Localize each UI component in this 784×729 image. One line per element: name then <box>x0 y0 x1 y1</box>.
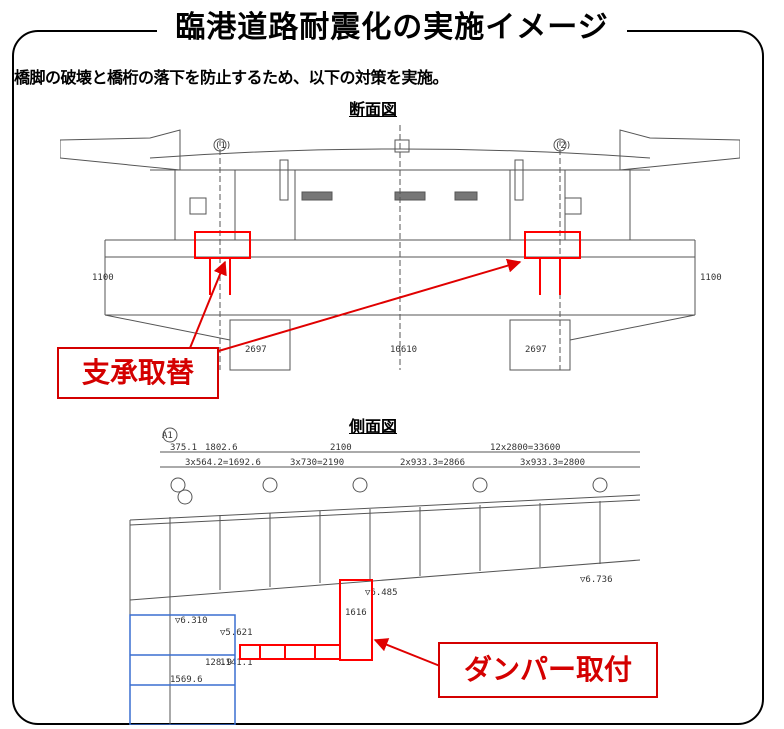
level-3: ▽6.485 <box>365 588 398 598</box>
misc-4: 1569.6 <box>170 675 203 685</box>
deck-right-wing <box>619 129 740 171</box>
abutment <box>129 614 236 725</box>
dim-center: 10610 <box>390 345 417 355</box>
bearing-left <box>194 231 251 259</box>
deck-left-wing <box>60 129 181 171</box>
pier-mark-left <box>213 138 227 152</box>
span-dim-4: 3x933.3=2800 <box>520 458 585 468</box>
pier-mark-left-label: (1) <box>215 141 231 151</box>
span-dim-1: 3x564.2=1692.6 <box>185 458 261 468</box>
misc-3: 1141.1 <box>220 658 253 668</box>
pier-mark-right <box>553 138 567 152</box>
top-dim-3: 2100 <box>330 443 352 453</box>
span-dim-3: 2x933.3=2866 <box>400 458 465 468</box>
level-4: ▽6.736 <box>580 575 613 585</box>
top-dim-1: 375.1 <box>170 443 197 453</box>
dim-col-left: 2697 <box>245 345 267 355</box>
damper-body <box>239 644 341 660</box>
dim-left: 1100 <box>92 273 114 283</box>
box-girder-right <box>509 169 631 241</box>
top-dim-2: 1802.6 <box>205 443 238 453</box>
misc-1: 1616 <box>345 608 367 618</box>
deck-top-slab <box>149 148 651 159</box>
level-1: ▽6.310 <box>175 616 208 626</box>
top-dim-4: 12x2800=33600 <box>490 443 560 453</box>
cross-section-label: 断面図 <box>349 100 398 119</box>
side-view-drawing: A1 375.1 1802.6 2100 12x2800=33600 3x564… <box>129 427 640 725</box>
span-dim-2: 3x730=2190 <box>290 458 344 468</box>
damper-install-callout: ダンパー取付 <box>438 642 658 698</box>
pier-mark-right-label: (2) <box>555 141 571 151</box>
bearing-right <box>524 231 581 259</box>
dim-right: 1100 <box>700 273 722 283</box>
page-title: 臨港道路耐震化の実施イメージ <box>157 10 627 46</box>
dim-col-right: 2697 <box>525 345 547 355</box>
level-2: ▽5.621 <box>220 628 253 638</box>
damper-bracket <box>339 579 373 661</box>
bearing-replacement-callout: 支承取替 <box>57 347 219 399</box>
misc-2: 128.9 <box>205 658 232 668</box>
title-bar: 臨港道路耐震化の実施イメージ <box>0 10 784 46</box>
side-view-label: 側面図 <box>349 417 398 436</box>
page-subtitle: 橋脚の破壊と橋桁の落下を防止するため、以下の対策を実施。 <box>14 68 449 87</box>
axis-mark-a1: A1 <box>162 431 173 441</box>
